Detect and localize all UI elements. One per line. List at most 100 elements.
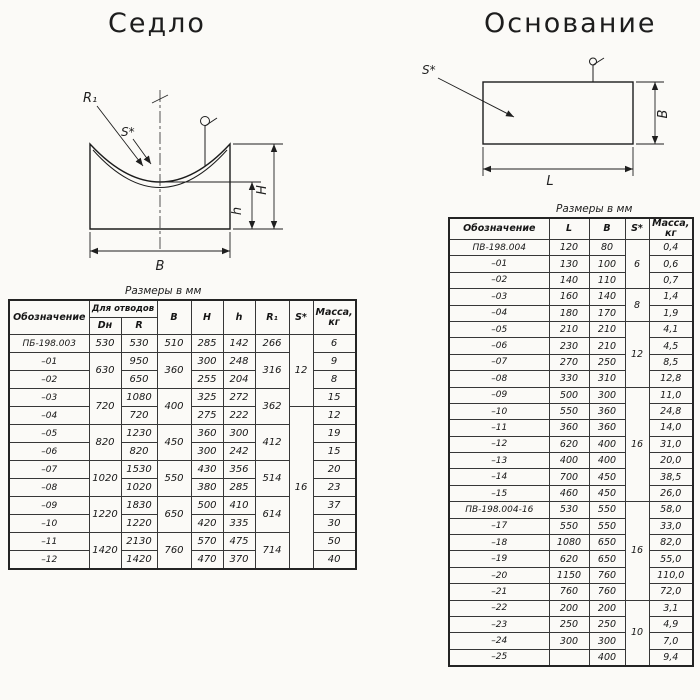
value-cell: 420 [190, 514, 224, 533]
dimension-lines [437, 77, 664, 176]
value-cell: 330 [548, 370, 590, 388]
value-cell: 1830 [120, 496, 158, 515]
value-cell: 335 [222, 514, 256, 533]
col-header-mass: Масса, кг [312, 299, 357, 335]
value-cell: 550 [156, 460, 192, 497]
value-cell: 410 [222, 496, 256, 515]
value-cell: 140 [588, 288, 626, 306]
value-cell: 120 [548, 238, 590, 257]
value-cell: 275 [190, 406, 224, 425]
designation-cell: –11 [8, 532, 90, 551]
designation-cell: ПБ-198.003 [8, 334, 90, 353]
designation-cell: –09 [8, 496, 90, 515]
value-cell: 3,1 [648, 599, 694, 617]
value-cell: 325 [190, 388, 224, 407]
value-cell: 300 [190, 352, 224, 371]
value-cell: 33,0 [648, 517, 694, 536]
value-cell: 360 [156, 352, 192, 389]
designation-cell: –07 [8, 460, 90, 479]
designation-cell: –20 [448, 566, 550, 585]
value-cell: 82,0 [648, 534, 694, 552]
value-cell: 272 [222, 388, 256, 407]
designation-cell: –09 [448, 386, 550, 404]
b-dim-label: B [656, 109, 671, 118]
value-cell: 250 [588, 353, 626, 372]
value-cell: 650 [120, 370, 158, 389]
designation-cell: –05 [448, 320, 550, 339]
value-cell: 1,9 [648, 304, 694, 322]
value-cell: 210 [548, 320, 590, 339]
col-header-r: R [120, 317, 158, 335]
value-cell: 400 [588, 452, 626, 470]
col-header-l: L [548, 217, 590, 240]
value-cell: 714 [254, 532, 290, 570]
value-cell: 180 [548, 304, 590, 322]
col-header-b: B [588, 217, 626, 240]
value-cell: 1530 [120, 460, 158, 479]
value-cell: 370 [222, 550, 256, 570]
col-header-h: h [222, 299, 256, 335]
value-cell: 110 [588, 271, 626, 290]
value-cell: 16 [288, 406, 314, 570]
value-cell: 80 [588, 238, 626, 257]
value-cell: 650 [156, 496, 192, 533]
value-cell: 400 [156, 388, 192, 425]
value-cell: 12 [312, 406, 357, 425]
value-cell: 1220 [120, 514, 158, 533]
designation-cell: –02 [8, 370, 90, 389]
designation-cell: ПВ-198.004-16 [448, 501, 550, 519]
designation-cell: –24 [448, 632, 550, 650]
value-cell: 23 [312, 478, 357, 497]
col-header-group: Для отводов [88, 299, 158, 318]
value-cell: 31,0 [648, 435, 694, 454]
value-cell: 7,0 [648, 632, 694, 650]
value-cell: 700 [548, 468, 590, 486]
value-cell: 6 [624, 238, 650, 290]
value-cell: 300 [548, 632, 590, 650]
value-cell: 1080 [548, 534, 590, 552]
value-cell: 9 [312, 352, 357, 371]
value-cell: 720 [88, 388, 122, 425]
value-cell: 310 [588, 370, 626, 388]
value-cell: 1230 [120, 424, 158, 443]
designation-cell: –07 [448, 353, 550, 372]
value-cell: 26,0 [648, 484, 694, 503]
designation-cell: –10 [8, 514, 90, 533]
value-cell: 266 [254, 334, 290, 353]
designation-cell: –08 [8, 478, 90, 497]
col-header-dn: Dн [88, 317, 122, 335]
H-dim-label: H [255, 185, 270, 195]
value-cell: 0,4 [648, 238, 694, 257]
s-dim-label: S* [422, 63, 436, 77]
value-cell: 1420 [120, 550, 158, 570]
value-cell: 37 [312, 496, 357, 515]
value-cell: 11,0 [648, 386, 694, 404]
value-cell: 55,0 [648, 550, 694, 568]
value-cell: 204 [222, 370, 256, 389]
value-cell: 24,8 [648, 402, 694, 421]
value-cell: 19 [312, 424, 357, 443]
value-cell: 140 [548, 271, 590, 290]
value-cell: 1220 [88, 496, 122, 533]
value-cell: 8 [312, 370, 357, 389]
value-cell: 14,0 [648, 419, 694, 437]
designation-cell: –25 [448, 648, 550, 667]
value-cell: 380 [190, 478, 224, 497]
designation-cell: –04 [448, 304, 550, 322]
designation-cell: –13 [448, 452, 550, 470]
value-cell: 300 [588, 632, 626, 650]
value-cell: 412 [254, 424, 290, 461]
value-cell: 38,5 [648, 468, 694, 486]
value-cell: 50 [312, 532, 357, 551]
